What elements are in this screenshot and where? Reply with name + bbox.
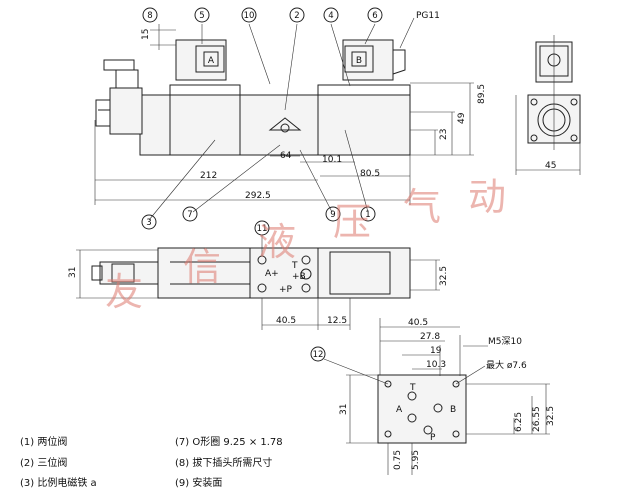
- callout-5: 5: [199, 11, 204, 21]
- legend-item-7: (7) O形圈 9.25 × 1.78: [175, 436, 283, 448]
- mnt-dim-26-55: 26.55: [532, 406, 542, 432]
- dim-64: 64: [280, 151, 292, 161]
- side-view: 45: [515, 35, 581, 175]
- callout-6: 6: [372, 11, 377, 21]
- watermark-char-1: 友: [105, 270, 143, 314]
- dim-32-5: 32.5: [439, 266, 449, 286]
- callout-11: 11: [257, 224, 268, 234]
- dim-15: 15: [141, 29, 151, 40]
- top-port-p: +P: [279, 285, 293, 295]
- legend-item-9: (9) 安装面: [175, 476, 222, 489]
- watermark-char-4: 压: [333, 200, 371, 244]
- dim-292-5: 292.5: [245, 191, 271, 201]
- top-port-b: +B: [292, 272, 306, 282]
- dim-23: 23: [439, 129, 449, 140]
- mnt-dim-19: 19: [430, 346, 442, 356]
- front-view: 15 A B PG11 89.5 49: [94, 11, 487, 221]
- mount-port-a: A: [396, 405, 403, 415]
- top-port-a: A+: [265, 269, 279, 279]
- legend-item-8: (8) 拔下插头所需尺寸: [175, 456, 272, 469]
- mnt-dim-0-75: 0.75: [393, 450, 403, 470]
- mnt-dim-32-5: 32.5: [546, 406, 556, 426]
- watermark-char-2: 信: [183, 245, 221, 289]
- mnt-dim-10-3: 10.3: [426, 360, 446, 370]
- dim-80-5: 80.5: [360, 169, 380, 179]
- callout-9: 9: [330, 210, 335, 220]
- mount-port-b: B: [450, 405, 456, 415]
- dim-49: 49: [457, 112, 467, 124]
- mnt-dim-40-5: 40.5: [408, 318, 428, 328]
- mount-port-t: T: [409, 383, 416, 393]
- mount-port-p: P: [430, 433, 436, 443]
- mnt-m5: M5深10: [488, 336, 522, 347]
- top-view: A+ T +B +P 31 32.5 40.5 12.5 11: [68, 220, 449, 330]
- legend-item-2: (2) 三位阀: [20, 456, 67, 469]
- mnt-dim-6-25: 6.25: [514, 412, 524, 432]
- dim-40-5-top: 40.5: [276, 316, 296, 326]
- mounting-surface: A T B P 40.5 27.8 19 10.3 M5深10 最大 ø7.6 …: [310, 318, 556, 475]
- plug-right: [342, 39, 394, 81]
- callout-1: 1: [365, 210, 370, 220]
- watermark: 友 信 液 压 气 动: [105, 175, 506, 314]
- legend: (1) 两位阀 (2) 三位阀 (3) 比例电磁铁 a (7) O形圈 9.25…: [20, 435, 283, 489]
- mnt-dim-31: 31: [339, 404, 349, 415]
- legend-item-1: (1) 两位阀: [20, 435, 67, 448]
- callout-3: 3: [146, 218, 151, 228]
- plug-left-label: A: [208, 56, 215, 66]
- callout-4: 4: [328, 11, 333, 21]
- watermark-char-5: 气: [403, 185, 441, 229]
- mnt-dim-5-95: 5.95: [411, 450, 421, 470]
- front-callouts: 8 5 10 2 4 6 3 7 9 1: [141, 7, 383, 230]
- dim-212: 212: [200, 171, 217, 181]
- top-port-t: T: [291, 261, 298, 271]
- dim-10-1: 10.1: [322, 155, 342, 165]
- proportional-solenoid: [109, 87, 143, 135]
- legend-item-3: (3) 比例电磁铁 a: [20, 476, 97, 489]
- callout-7: 7: [187, 210, 192, 220]
- callout-2: 2: [294, 11, 299, 21]
- watermark-char-6: 动: [468, 175, 506, 219]
- watermark-char-3: 液: [258, 220, 296, 264]
- callout-12: 12: [313, 350, 324, 360]
- valve-body: [139, 94, 411, 156]
- mnt-dim-27-8: 27.8: [420, 332, 440, 342]
- dim-45: 45: [545, 161, 556, 171]
- dim-31: 31: [68, 267, 78, 278]
- dim-12-5: 12.5: [327, 316, 347, 326]
- dim-89-5: 89.5: [477, 84, 487, 104]
- callout-10: 10: [244, 11, 255, 21]
- dim-pg11: PG11: [416, 11, 440, 21]
- mnt-max-dia: 最大 ø7.6: [486, 359, 527, 371]
- plug-right-label: B: [356, 56, 362, 66]
- callout-8: 8: [147, 11, 152, 21]
